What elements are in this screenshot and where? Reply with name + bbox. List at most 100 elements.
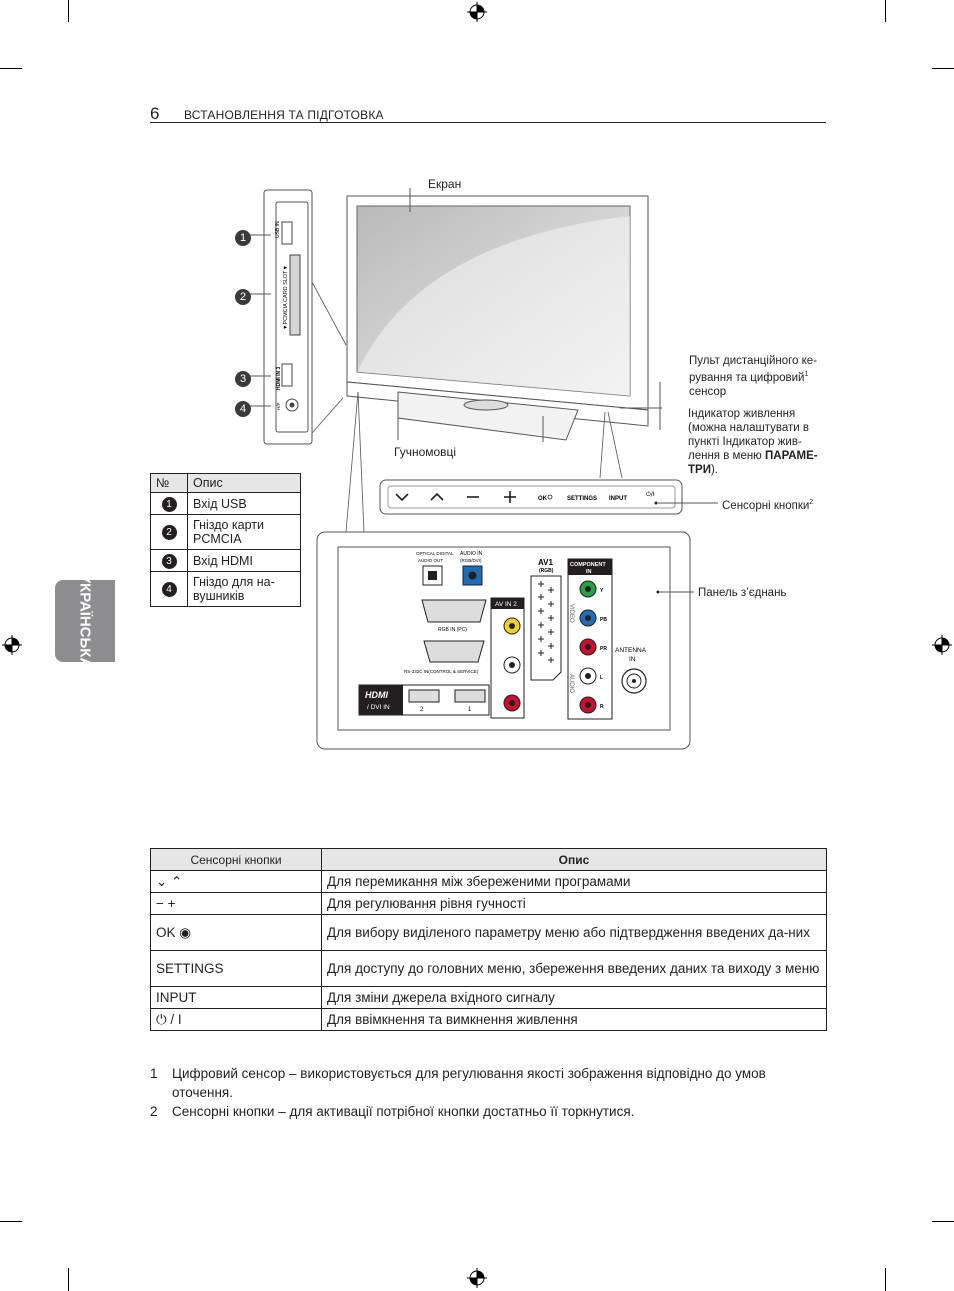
svg-text:AUDIO IN: AUDIO IN xyxy=(460,551,483,557)
callout-4: 4 xyxy=(235,399,251,417)
svg-text:2: 2 xyxy=(420,707,424,713)
button-desc: Для доступу до головних меню, збереження… xyxy=(321,950,827,987)
crop-mark xyxy=(932,1221,954,1222)
svg-text:R: R xyxy=(600,704,604,710)
table-row: SETTINGS Для доступу до головних меню, з… xyxy=(150,950,827,987)
button-key: ⌄ ⌃ xyxy=(150,870,322,893)
footnote-1-text: Цифровий сенсор – використовується для р… xyxy=(172,1066,766,1100)
side-hp-label: H/P xyxy=(276,402,281,410)
button-desc: Для вибору виділеного параметру меню або… xyxy=(321,914,827,951)
callout-3: 3 xyxy=(235,369,251,387)
svg-text:1: 1 xyxy=(468,707,472,713)
svg-text:(RGB/DVI): (RGB/DVI) xyxy=(460,558,482,563)
connection-panel-label: Панель з’єднань xyxy=(698,587,787,599)
table-row: 1 Вхід USB xyxy=(150,492,301,515)
crop-mark xyxy=(885,0,886,22)
svg-text:RS-232C IN(CONTROL & SERVICE): RS-232C IN(CONTROL & SERVICE) xyxy=(404,669,479,674)
svg-text:OPTICAL DIGITAL: OPTICAL DIGITAL xyxy=(416,551,454,556)
callout-1: 1 xyxy=(235,228,251,246)
section-title: ВСТАНОВЛЕННЯ ТА ПІДГОТОВКА xyxy=(184,108,384,122)
side-pcmcia-label: ▼PCMCIA CARD SLOT▼ xyxy=(283,265,289,330)
crop-mark xyxy=(68,1268,69,1291)
table-row: 3 Вхід HDMI xyxy=(150,549,301,572)
svg-text:AV IN 2: AV IN 2 xyxy=(495,601,517,608)
table-header-cell: № xyxy=(150,473,188,493)
hdmi-1-port xyxy=(454,689,486,703)
footnote-2-number: 2 xyxy=(150,1104,158,1119)
pcmcia-slot xyxy=(289,254,301,336)
registration-mark-icon xyxy=(467,2,487,22)
table-row: ⌄ ⌃ Для перемикання між збереженими прог… xyxy=(150,870,827,893)
svg-text:IN: IN xyxy=(586,569,592,575)
button-desc: Для ввімкнення та вимкнення живлення xyxy=(321,1008,827,1031)
crop-mark xyxy=(0,1221,22,1222)
rs232-port xyxy=(423,640,485,663)
touch-buttons-label: Сенсорні кнопки2 xyxy=(722,499,814,512)
page-number: 6 xyxy=(150,104,160,123)
power-indicator-label: Індикатор живлення (можна налаштувати в … xyxy=(688,408,818,476)
crop-mark xyxy=(68,0,69,22)
button-desc: Для перемикання між збереженими програма… xyxy=(321,870,827,893)
svg-text:COMPONENT: COMPONENT xyxy=(570,562,606,568)
table-header-row: № Опис xyxy=(150,473,301,493)
screen-label: Екран xyxy=(428,177,462,191)
svg-text:HDMI: HDMI xyxy=(365,690,388,700)
button-key: OK ◉ xyxy=(150,914,322,951)
button-key: INPUT xyxy=(150,986,322,1009)
table-row: INPUT Для зміни джерела вхідного сигналу xyxy=(150,986,827,1009)
remote-sensor-label: Пульт дистанційного ке- рування та цифро… xyxy=(689,355,818,398)
side-usb-label: USB IN xyxy=(275,221,281,238)
touch-power: ⏻/I xyxy=(646,491,655,498)
svg-text:IN: IN xyxy=(629,656,636,663)
svg-text:L: L xyxy=(600,675,603,681)
touch-input: INPUT xyxy=(609,496,627,502)
svg-text:VIDEO: VIDEO xyxy=(568,604,574,623)
svg-text:Y: Y xyxy=(600,588,604,594)
side-hdmi-label: HDMI IN 3 xyxy=(276,366,282,390)
registration-mark-icon xyxy=(932,635,952,655)
button-key: − + xyxy=(150,892,322,915)
table-header-cell: Сенсорні кнопки xyxy=(150,848,322,871)
button-desc: Для регулювання рівня гучності xyxy=(321,892,827,915)
scart-port xyxy=(530,575,562,681)
language-tab: УКРАЇНСЬКА xyxy=(55,574,115,668)
crop-mark xyxy=(0,68,22,69)
registration-mark-icon xyxy=(467,1268,487,1288)
svg-text:AUDIO: AUDIO xyxy=(568,674,574,693)
table-row: ⏻ / I Для ввімкнення та вимкнення живлен… xyxy=(150,1008,827,1031)
callout-2: 2 xyxy=(235,287,251,305)
button-key: SETTINGS xyxy=(150,950,322,987)
registration-mark-icon xyxy=(2,635,22,655)
table-header-cell: Опис xyxy=(187,473,301,493)
svg-text:RGB IN (PC): RGB IN (PC) xyxy=(438,627,467,633)
button-key: ⏻ / I xyxy=(150,1008,322,1031)
hdmi-2-port xyxy=(408,689,440,703)
svg-text:ANTENNA: ANTENNA xyxy=(615,647,647,654)
footnote-1-number: 1 xyxy=(150,1066,158,1081)
hdmi-port xyxy=(281,363,293,387)
table-row: − + Для регулювання рівня гучності xyxy=(150,892,827,915)
svg-text:/ DVI IN: / DVI IN xyxy=(367,704,390,711)
svg-text:PR: PR xyxy=(600,646,607,652)
svg-text:AV1: AV1 xyxy=(538,558,554,567)
table-row: OK ◉ Для вибору виділеного параметру мен… xyxy=(150,914,827,951)
table-row: 4 Гніздо для на-вушників xyxy=(150,571,301,607)
table-header-cell: Опис xyxy=(321,848,827,871)
table-header-row: Сенсорні кнопки Опис xyxy=(150,848,827,871)
usb-port xyxy=(281,221,293,245)
button-desc: Для зміни джерела вхідного сигналу xyxy=(321,986,827,1009)
rgb-port xyxy=(421,599,487,623)
svg-text:(RGB): (RGB) xyxy=(539,568,554,574)
svg-text:PB: PB xyxy=(600,617,607,623)
footnote-2-text: Сенсорні кнопки – для активації потрібно… xyxy=(172,1104,635,1119)
svg-text:AUDIO OUT: AUDIO OUT xyxy=(418,558,443,563)
tv-diagram: USB IN ▼PCMCIA CARD SLOT▼ HDMI IN 3 H/P … xyxy=(250,188,718,750)
touch-buttons-table: Сенсорні кнопки Опис ⌄ ⌃ Для перемикання… xyxy=(150,848,827,1031)
header-rule xyxy=(150,122,826,123)
speakers-label: Гучномовці xyxy=(394,445,457,459)
crop-mark xyxy=(932,68,954,69)
touch-ok: OK xyxy=(538,496,548,502)
crop-mark xyxy=(885,1268,886,1291)
